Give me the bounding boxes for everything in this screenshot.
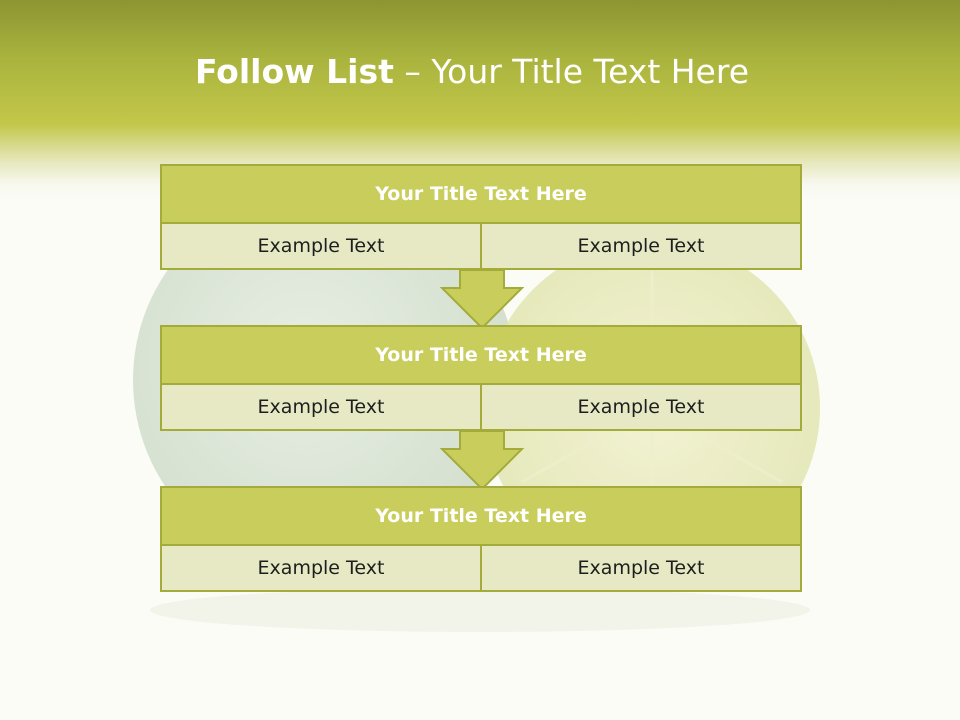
down-arrow-icon (440, 270, 524, 330)
block-cell-right: Example Text (482, 224, 800, 268)
block-title: Your Title Text Here (162, 166, 800, 224)
block-cell-left: Example Text (162, 546, 482, 590)
page-title: Follow List – Your Title Text Here (0, 52, 944, 91)
block-cell-right: Example Text (482, 385, 800, 429)
block-cell-left: Example Text (162, 224, 482, 268)
title-rest: – Your Title Text Here (404, 52, 750, 91)
title-bold: Follow List (194, 52, 394, 91)
down-arrow-icon (440, 431, 524, 491)
list-block-1: Your Title Text Here Example Text Exampl… (160, 164, 802, 270)
list-block-2: Your Title Text Here Example Text Exampl… (160, 325, 802, 431)
list-block-3: Your Title Text Here Example Text Exampl… (160, 486, 802, 592)
block-cell-right: Example Text (482, 546, 800, 590)
block-title: Your Title Text Here (162, 488, 800, 546)
block-cell-left: Example Text (162, 385, 482, 429)
block-title: Your Title Text Here (162, 327, 800, 385)
